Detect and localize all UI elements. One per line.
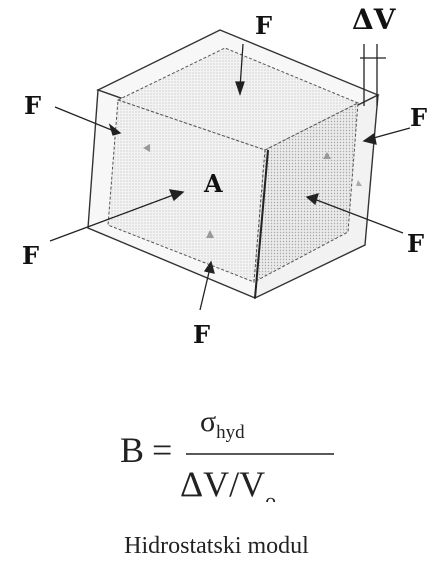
formula-denominator: ΔV/Vo <box>180 466 276 502</box>
figure-caption: Hidrostatski modul <box>124 533 309 559</box>
inner-right-face <box>253 102 359 283</box>
formula-equals-sign: = <box>152 430 173 470</box>
area-label: A <box>204 169 223 198</box>
force-label-lower-left: F <box>22 241 40 270</box>
force-label-bottom: F <box>193 320 211 349</box>
v-zero-subscript: o <box>265 488 277 503</box>
force-label-right-lower: F <box>407 229 425 258</box>
hyd-subscript: hyd <box>216 422 245 443</box>
force-label-top: F <box>255 11 273 40</box>
formula-numerator: σhyd <box>200 405 245 443</box>
formula-bulk-modulus-symbol: B <box>120 430 145 470</box>
delta-v-over-v: ΔV/V <box>180 466 266 502</box>
face-marker <box>356 180 362 186</box>
face-marker <box>206 230 214 238</box>
force-label-right-upper: F <box>410 103 428 132</box>
face-marker <box>143 144 150 152</box>
sigma-symbol: σ <box>200 405 217 438</box>
delta-v-label: ΔV <box>352 3 396 36</box>
force-label-upper-left: F <box>24 91 42 120</box>
face-marker <box>323 152 331 159</box>
